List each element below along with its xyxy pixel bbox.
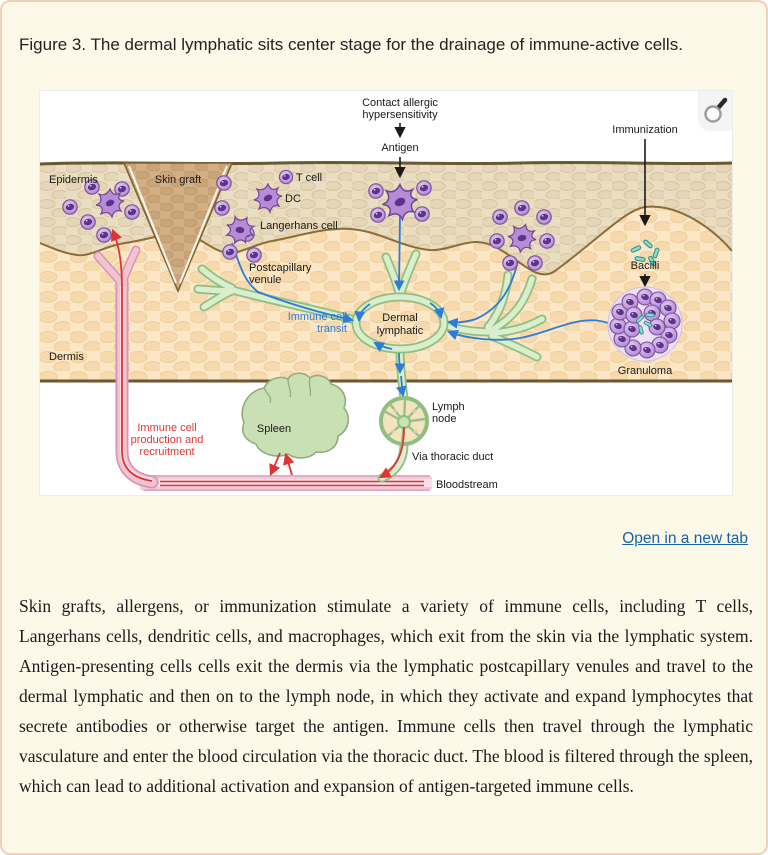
label-t-cell: T cell: [296, 172, 322, 184]
magnifier-icon: [704, 97, 728, 123]
open-in-new-tab-link[interactable]: Open in a new tab: [622, 530, 748, 547]
label-production-1: Immune cell: [137, 422, 196, 434]
label-lymph-node-1: Lymph: [432, 401, 465, 413]
label-postcapillary-2: venule: [249, 274, 281, 286]
label-granuloma: Granuloma: [618, 365, 673, 377]
label-langerhans: Langerhans cell: [260, 220, 338, 232]
spleen: [241, 372, 350, 459]
spleen-blood-arrows: [269, 452, 295, 477]
label-skin-graft: Skin graft: [155, 174, 201, 186]
label-bacilli: Bacilli: [631, 260, 660, 272]
figure-labels: Contact allergic hypersensitivity Antige…: [49, 97, 678, 491]
label-postcapillary-1: Postcapillary: [249, 262, 312, 274]
figure-diagram[interactable]: Contact allergic hypersensitivity Antige…: [40, 91, 732, 495]
label-dermal-1: Dermal: [382, 312, 417, 324]
label-dermis: Dermis: [49, 351, 84, 363]
label-production-2: production and: [131, 434, 204, 446]
label-contact-1: Contact allergic: [362, 97, 438, 109]
label-bloodstream: Bloodstream: [436, 479, 498, 491]
figure-panel: Contact allergic hypersensitivity Antige…: [39, 90, 733, 496]
zoom-button[interactable]: [698, 91, 732, 131]
label-spleen: Spleen: [257, 423, 291, 435]
label-transit-2: transit: [317, 323, 347, 335]
label-production-3: recruitment: [139, 446, 194, 458]
label-thoracic-duct: Via thoracic duct: [412, 451, 493, 463]
figure-caption: Figure 3. The dermal lymphatic sits cent…: [19, 35, 683, 54]
figure-description: Skin grafts, allergens, or immunization …: [19, 596, 753, 796]
label-lymph-node-2: node: [432, 413, 456, 425]
label-dermal-2: lymphatic: [377, 325, 424, 337]
label-dc: DC: [285, 193, 301, 205]
recruitment-arrow: [111, 228, 153, 482]
label-antigen: Antigen: [381, 142, 418, 154]
label-transit-1: Immune cell: [288, 311, 347, 323]
t-cell-icon: [278, 169, 294, 185]
dermal-lymphatic-ring: [351, 292, 449, 354]
granuloma: [607, 286, 683, 362]
thoracic-duct-arrow: [378, 426, 405, 479]
label-immunization: Immunization: [612, 124, 677, 136]
immune-transit-arrows: [231, 214, 609, 398]
label-contact-2: hypersensitivity: [362, 109, 438, 121]
stimulus-arrows: [394, 123, 651, 288]
label-epidermis: Epidermis: [49, 174, 98, 186]
